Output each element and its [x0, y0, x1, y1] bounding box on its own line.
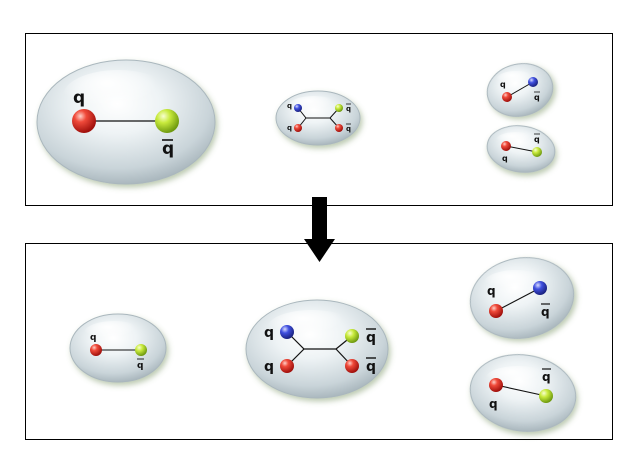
antiquark-green — [532, 147, 542, 157]
quark-label: q — [502, 154, 508, 163]
down-arrow-icon — [304, 197, 335, 262]
meson-bag-bottom-right-1: q q — [469, 257, 575, 339]
quark-blue — [280, 325, 294, 339]
quark-red — [489, 378, 503, 392]
quark-label: q — [264, 325, 274, 341]
antiquark-green — [539, 389, 553, 403]
antiquark-label: q — [542, 370, 551, 384]
quark-label: q — [500, 80, 506, 89]
meson-bag-small-2: q q — [486, 125, 556, 173]
antiquark-label: q — [534, 135, 540, 144]
quark-red — [280, 359, 294, 373]
antiquark-label: q — [137, 361, 143, 371]
quark-red — [501, 141, 511, 151]
quark-label: q — [264, 359, 274, 375]
quark-red — [294, 124, 302, 132]
antiquark-green — [155, 109, 179, 133]
antiquark-label: q — [366, 359, 376, 375]
antiquark-label: q — [162, 139, 174, 159]
quark-red — [72, 109, 96, 133]
quark-label: q — [487, 284, 496, 298]
antiquark-green — [345, 329, 359, 343]
antiquark-red — [335, 124, 343, 132]
quark-label: q — [287, 102, 292, 110]
antiquark-label: q — [534, 93, 540, 102]
meson-bag-large: q q — [36, 59, 216, 185]
quark-label: q — [287, 124, 292, 132]
meson-bag-small-1: q q — [486, 63, 554, 117]
quark-red — [90, 344, 102, 356]
antiquark-green — [135, 344, 147, 356]
antiquark-label: q — [346, 125, 351, 133]
meson-bag-bottom-right-2: q q — [469, 354, 577, 432]
quark-label: q — [73, 88, 85, 108]
antiquark-red — [345, 359, 359, 373]
quark-label: q — [90, 333, 96, 343]
quark-blue — [528, 77, 538, 87]
tetraquark-bag-large: q q q q — [245, 299, 389, 399]
quark-red — [489, 304, 503, 318]
quark-blue — [294, 104, 302, 112]
quark-blue — [533, 281, 547, 295]
antiquark-label: q — [541, 305, 550, 319]
antiquark-label: q — [366, 330, 376, 346]
quark-label: q — [489, 397, 498, 411]
tetraquark-bag-small: q q q q — [275, 90, 361, 146]
antiquark-label: q — [346, 105, 351, 113]
antiquark-green — [335, 104, 343, 112]
quark-red — [502, 92, 512, 102]
meson-bag-bottom-left: q q — [69, 313, 167, 383]
